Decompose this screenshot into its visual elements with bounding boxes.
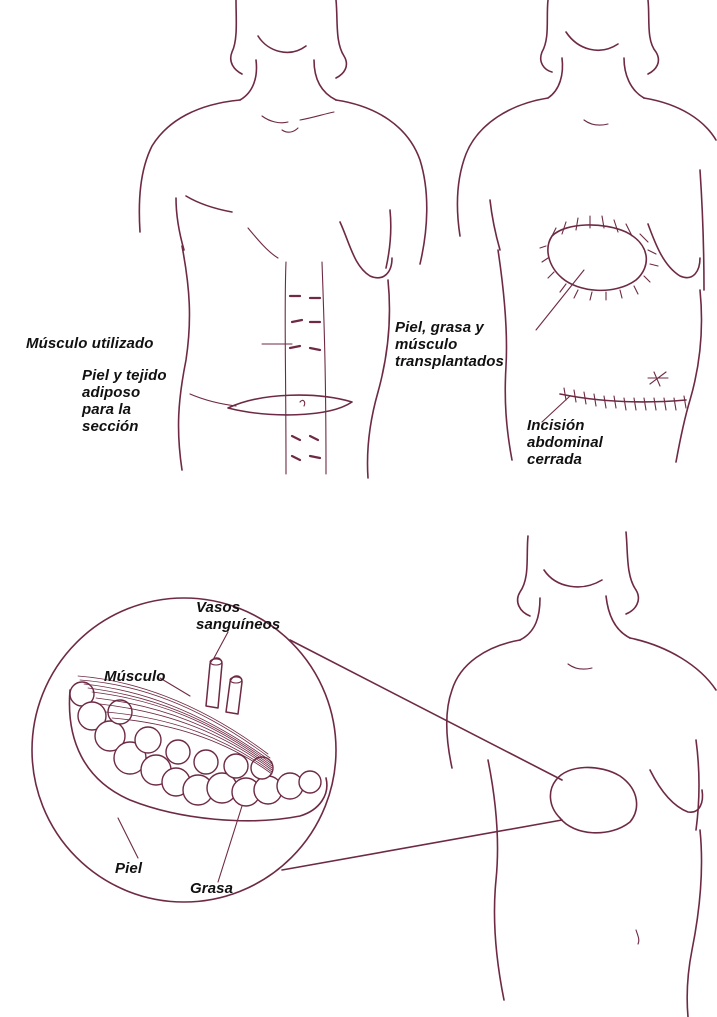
- shoulder-right: [336, 100, 427, 264]
- breast-right: [340, 222, 392, 278]
- incision-sutures: [564, 388, 686, 410]
- torso-left-3: [488, 760, 504, 1000]
- clavicle-3: [568, 664, 592, 669]
- shoulder-right-2: [644, 98, 716, 140]
- neck-notch: [282, 128, 298, 132]
- hair-left: [231, 0, 242, 74]
- arm-left-inner-2: [490, 200, 500, 250]
- arm-left-inner: [176, 198, 184, 250]
- torso-figure-reconstruction: [447, 532, 716, 1017]
- blood-vessel-1: [206, 658, 222, 708]
- breast-right-3: [650, 770, 702, 812]
- arm-right-inner: [386, 210, 391, 268]
- torso-right-3: [687, 830, 701, 1017]
- navel-2: [648, 372, 668, 386]
- neck-left-2: [548, 58, 562, 98]
- torso-right-2: [676, 290, 702, 462]
- blood-vessel-2: [226, 676, 242, 714]
- label-incision-abdominal: Incisión abdominal cerrada: [527, 417, 603, 468]
- hair-right-3: [626, 532, 638, 614]
- leader-piel: [118, 818, 138, 858]
- torso-left: [179, 246, 190, 470]
- chest-crease: [248, 228, 278, 258]
- arm-right-inner-3: [696, 740, 699, 830]
- label-musculo-utilizado: Músculo utilizado: [26, 335, 154, 352]
- navel-3: [636, 930, 639, 944]
- shoulder-left-3: [447, 640, 520, 768]
- torso-right: [367, 280, 389, 478]
- shoulder-left: [139, 100, 240, 232]
- abdominal-incision: [560, 394, 686, 402]
- shoulder-right-3: [630, 638, 716, 690]
- breast-left: [186, 196, 232, 212]
- chin-3: [544, 570, 602, 587]
- rectus-muscle-left: [285, 262, 286, 474]
- neck-right-2: [624, 58, 644, 98]
- zoom-line-bottom: [282, 820, 562, 870]
- rectus-muscle-right: [322, 262, 326, 474]
- hair-right-2: [648, 0, 658, 74]
- label-grasa: Grasa: [190, 880, 233, 897]
- neck-left: [240, 60, 256, 100]
- navel: [300, 400, 305, 406]
- label-piel: Piel: [115, 860, 142, 877]
- label-piel-grasa-musculo: Piel, grasa y músculo transplantados: [395, 319, 504, 370]
- neck-right: [314, 60, 336, 100]
- hair-left-2: [541, 0, 552, 72]
- label-vasos-sanguineos: Vasos sanguíneos: [196, 599, 280, 633]
- label-musculo: Músculo: [104, 668, 166, 685]
- leader-piel-tejido: [190, 394, 236, 406]
- chin-2: [566, 32, 618, 50]
- leader-vasos: [214, 632, 228, 658]
- leader-grasa: [218, 806, 242, 882]
- reconstructed-breast: [550, 767, 636, 832]
- clavicle-right: [300, 112, 334, 120]
- leader-piel-grasa: [536, 270, 584, 330]
- hair-right: [336, 0, 346, 78]
- neck-left-3: [520, 598, 540, 640]
- chin: [258, 36, 306, 52]
- torso-figure-after: [458, 0, 716, 462]
- shoulder-left-2: [458, 98, 548, 236]
- label-piel-tejido-adiposo: Piel y tejido adiposo para la sección: [82, 367, 167, 435]
- arm-right-inner-2: [700, 170, 704, 290]
- torso-figure-before: [139, 0, 426, 478]
- clavicle-left: [262, 116, 288, 123]
- zoom-detail: [32, 598, 562, 902]
- clavicle-2: [584, 120, 608, 125]
- breast-right-2: [648, 224, 700, 278]
- flap-sutures: [540, 216, 658, 300]
- hair-left-3: [518, 536, 530, 616]
- abdominal-flap: [228, 395, 352, 415]
- neck-right-3: [606, 596, 630, 638]
